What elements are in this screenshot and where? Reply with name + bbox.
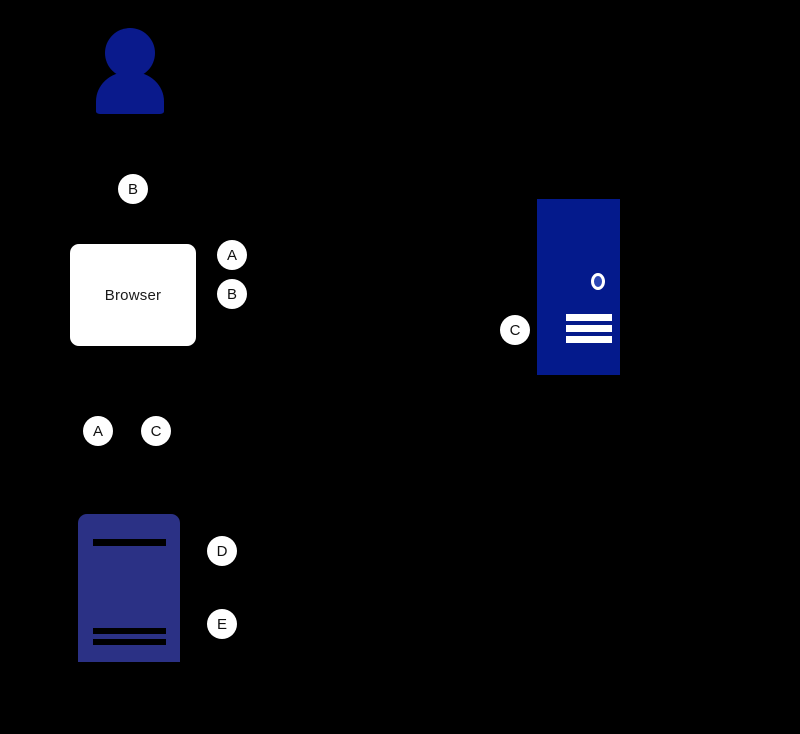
badge-b-top[interactable]: B	[118, 174, 148, 204]
badge-a-middle[interactable]: A	[83, 416, 113, 446]
server-slot-bar	[566, 336, 612, 343]
server-slot-bar	[566, 325, 612, 332]
badge-b-browser[interactable]: B	[217, 279, 247, 309]
badge-d-server[interactable]: D	[207, 536, 237, 566]
actor-body-shape	[96, 72, 164, 114]
badge-a-browser[interactable]: A	[217, 240, 247, 270]
badge-c-middle[interactable]: C	[141, 416, 171, 446]
badge-e-server[interactable]: E	[207, 609, 237, 639]
user-actor-icon	[96, 28, 164, 128]
actor-head-shape	[105, 28, 155, 78]
browser-node-label: Browser	[104, 286, 162, 304]
remote-server-node[interactable]	[537, 199, 620, 375]
server-power-led-icon	[591, 273, 605, 290]
server-slot-bar	[566, 314, 612, 321]
server-slot-bar	[93, 628, 166, 634]
server-slot-bar	[93, 639, 166, 645]
browser-node[interactable]: Browser	[70, 244, 196, 346]
server-slot-bar	[93, 539, 166, 546]
application-server-node[interactable]	[78, 514, 180, 662]
badge-c-remote[interactable]: C	[500, 315, 530, 345]
